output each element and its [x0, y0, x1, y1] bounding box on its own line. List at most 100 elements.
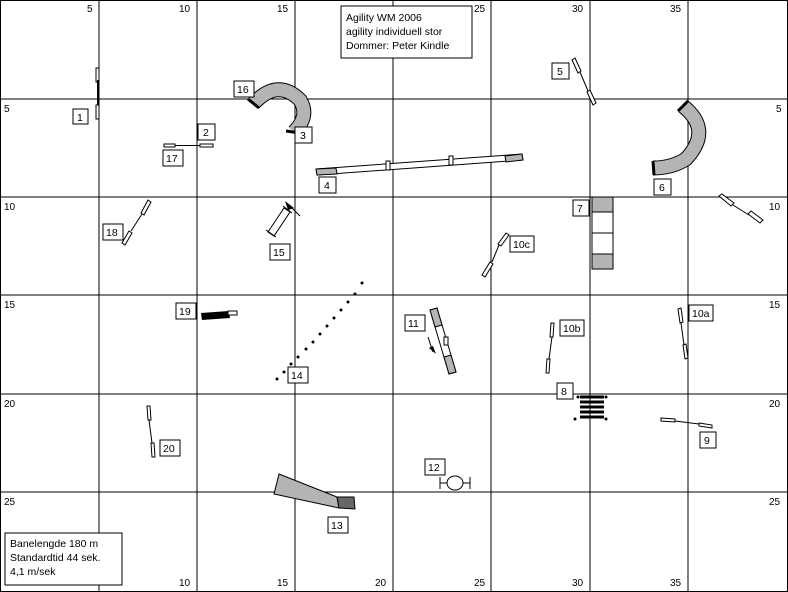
label-18: 18: [102, 223, 124, 241]
label-3: 3: [294, 126, 313, 144]
svg-text:17: 17: [166, 153, 178, 165]
label-15: 15: [269, 243, 291, 261]
bottom-scale-25: 25: [474, 578, 486, 589]
title-line-1: Agility WM 2006: [346, 12, 422, 24]
svg-text:1: 1: [77, 112, 83, 124]
svg-text:2: 2: [203, 127, 209, 139]
title-line-2: agility individuell stor: [346, 26, 443, 38]
top-scale: 5 10 15 25 30 35: [87, 4, 682, 15]
obstacle-2-hurdle: [163, 143, 214, 148]
label-14: 14: [287, 366, 309, 384]
right-scale-10: 10: [769, 202, 781, 213]
top-scale-35: 35: [670, 4, 682, 15]
label-8: 8: [556, 382, 574, 400]
bottom-scale-30: 30: [572, 578, 584, 589]
obstacle-10b-hurdle: [545, 322, 555, 374]
obstacle-10a-hurdle: [677, 307, 689, 360]
bottom-scale-35: 35: [670, 578, 682, 589]
top-scale-30: 30: [572, 4, 584, 15]
svg-text:9: 9: [704, 435, 710, 447]
label-20: 20: [159, 439, 181, 457]
right-scale-20: 20: [769, 399, 781, 410]
right-scale-25: 25: [769, 497, 781, 508]
svg-text:20: 20: [163, 443, 175, 455]
svg-text:5: 5: [557, 66, 563, 78]
top-scale-5: 5: [87, 4, 93, 15]
obstacle-8-weaves: [573, 395, 608, 421]
top-scale-15: 15: [277, 4, 289, 15]
svg-text:13: 13: [331, 520, 343, 532]
svg-text:3: 3: [300, 130, 306, 142]
label-17: 17: [162, 149, 184, 167]
left-scale-10: 10: [4, 202, 16, 213]
svg-text:14: 14: [291, 370, 303, 382]
svg-text:8: 8: [561, 386, 567, 398]
left-scale-15: 15: [4, 300, 16, 311]
label-16: 16: [233, 80, 255, 98]
label-2: 2: [197, 123, 216, 141]
right-scale: 5 10 15 20 25: [769, 104, 782, 508]
obstacle-18-hurdle: [121, 199, 152, 246]
label-7: 7: [572, 199, 590, 217]
obstacle-3-tunnel: [247, 82, 312, 138]
right-scale-15: 15: [769, 300, 781, 311]
label-12: 12: [424, 458, 446, 476]
label-1: 1: [72, 108, 89, 125]
obstacle-15-panel: [265, 201, 301, 238]
bottom-scale-10: 10: [179, 578, 191, 589]
top-scale-25: 25: [474, 4, 486, 15]
obstacle-10c-hurdle: [481, 232, 510, 278]
standard-time: Standardtid 44 sek.: [10, 552, 100, 564]
svg-text:10a: 10a: [692, 308, 710, 320]
label-10a: 10a: [688, 304, 714, 322]
svg-text:10c: 10c: [513, 239, 530, 251]
svg-text:7: 7: [577, 203, 583, 215]
obstacle-1-hurdle: [95, 67, 100, 120]
obstacle-13-chute: [273, 473, 356, 510]
svg-text:19: 19: [179, 306, 191, 318]
left-scale-5: 5: [4, 104, 10, 115]
label-13: 13: [327, 516, 349, 534]
label-10c: 10c: [509, 235, 535, 253]
obstacle-10-hurdle: [718, 193, 764, 224]
left-scale-25: 25: [4, 497, 16, 508]
label-19: 19: [175, 302, 197, 320]
title-line-3: Dommer: Peter Kindle: [346, 40, 449, 52]
obstacle-20-hurdle: [146, 405, 156, 458]
bottom-scale-15: 15: [277, 578, 289, 589]
title-box: Agility WM 2006 agility individuell stor…: [340, 5, 473, 59]
svg-text:18: 18: [106, 227, 118, 239]
label-9: 9: [699, 431, 717, 449]
left-scale-20: 20: [4, 399, 16, 410]
obstacle-19-wall: [201, 310, 238, 320]
label-6: 6: [653, 178, 672, 196]
svg-text:16: 16: [237, 84, 249, 96]
label-5: 5: [551, 62, 570, 80]
top-scale-10: 10: [179, 4, 191, 15]
label-10b: 10b: [559, 319, 585, 337]
obstacle-7-aframe: [591, 196, 614, 270]
speed: 4,1 m/sek: [10, 566, 56, 578]
obstacle-6-tunnel: [651, 99, 707, 176]
label-4: 4: [318, 176, 337, 194]
svg-text:10b: 10b: [563, 323, 581, 335]
obstacle-9-hurdle: [660, 417, 713, 429]
bottom-scale-20: 20: [375, 578, 387, 589]
right-scale-5: 5: [776, 104, 782, 115]
bottom-scale: 10 15 20 25 30 35: [179, 578, 682, 589]
label-11: 11: [404, 314, 426, 332]
left-scale: 5 10 15 20 25: [4, 104, 16, 508]
svg-text:15: 15: [273, 247, 285, 259]
course-length: Banelengde 180 m: [10, 538, 98, 550]
svg-text:11: 11: [408, 318, 419, 330]
obstacle-5-hurdle: [571, 57, 597, 106]
obstacle-4-dogwalk: [315, 153, 524, 176]
obstacle-11-seesaw: [427, 307, 457, 375]
svg-text:12: 12: [428, 462, 440, 474]
svg-text:6: 6: [659, 182, 665, 194]
obstacle-12-tyre: [439, 475, 471, 491]
obstacle-14-dotted-line: [275, 281, 364, 381]
info-box: Banelengde 180 m Standardtid 44 sek. 4,1…: [4, 532, 123, 586]
